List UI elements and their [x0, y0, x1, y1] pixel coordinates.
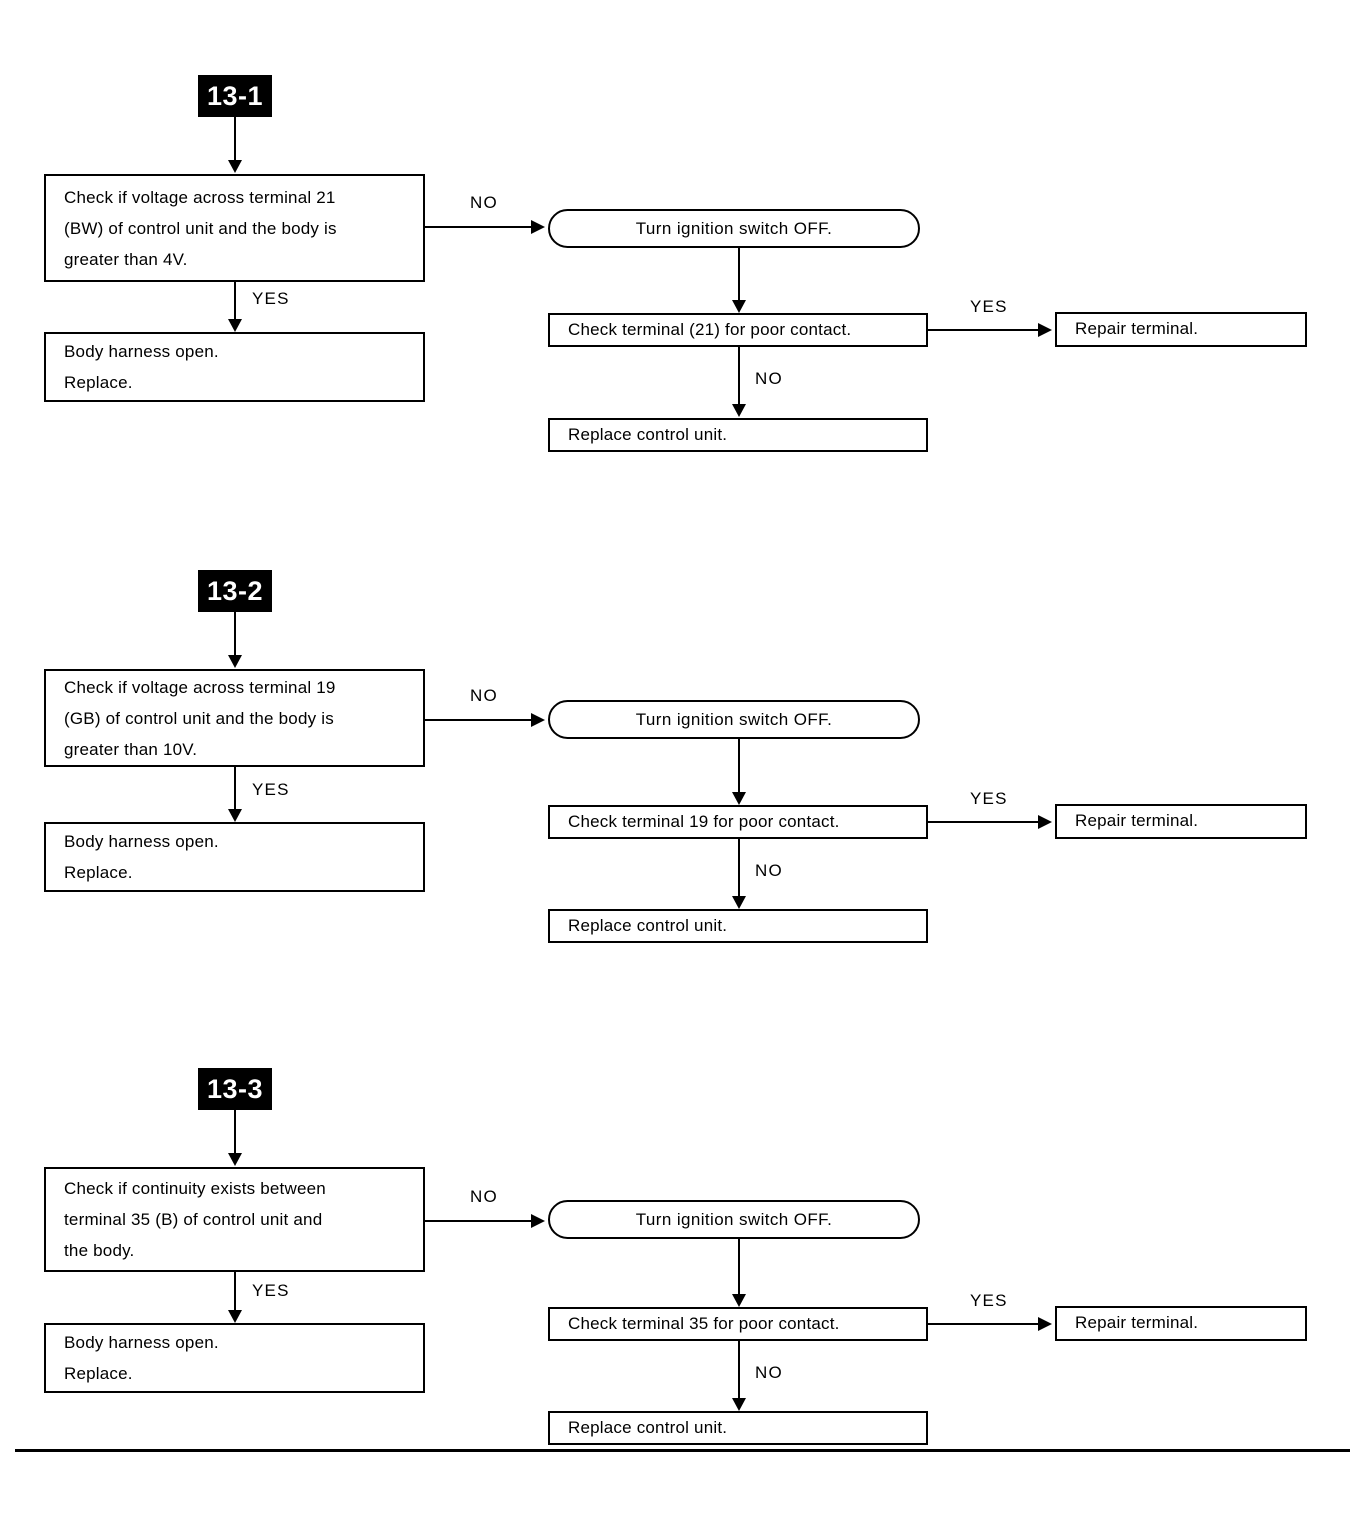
connector-question-no: [425, 226, 537, 228]
arrowhead-terminal-check-yes: [1038, 815, 1052, 829]
connector-question-no: [425, 1220, 537, 1222]
repair-terminal-text: Repair terminal.: [1075, 319, 1199, 339]
ignition-off-text: Turn ignition switch OFF.: [635, 1209, 833, 1229]
question-box: Check if voltage across terminal 21 (BW)…: [44, 174, 425, 282]
edge-label-no: NO: [470, 686, 498, 705]
replace-control-unit-text: Replace control unit.: [568, 915, 728, 935]
arrowhead-badge-to-question: [228, 160, 242, 173]
edge-label-check-yes: YES: [970, 297, 1008, 316]
ignition-off-oval: Turn ignition switch OFF.: [548, 1200, 920, 1239]
connector-badge-to-question: [234, 117, 236, 162]
edge-label-check-no: NO: [755, 861, 783, 880]
ignition-off-text: Turn ignition switch OFF.: [635, 218, 833, 238]
ignition-off-oval: Turn ignition switch OFF.: [548, 209, 920, 248]
arrowhead-terminal-check-yes: [1038, 1317, 1052, 1331]
arrowhead-question-yes: [228, 809, 242, 822]
section-badge-13-2: 13-2: [198, 570, 272, 612]
terminal-check-text: Check terminal 19 for poor contact.: [568, 811, 840, 831]
connector-terminal-check-no: [738, 1341, 740, 1403]
terminal-check-box: Check terminal 35 for poor contact.: [548, 1307, 928, 1341]
yes-result-text: Body harness open. Replace.: [64, 832, 219, 882]
edge-label-no: NO: [470, 193, 498, 212]
connector-terminal-check-no: [738, 839, 740, 901]
arrowhead-oval-to-terminal-check: [732, 1294, 746, 1307]
edge-label-yes: YES: [252, 780, 290, 799]
yes-result-box: Body harness open. Replace.: [44, 332, 425, 402]
edge-label-check-no: NO: [755, 1363, 783, 1382]
edge-label-yes: YES: [252, 289, 290, 308]
connector-terminal-check-yes: [928, 329, 1042, 331]
replace-control-unit-box: Replace control unit.: [548, 1411, 928, 1445]
terminal-check-text: Check terminal (21) for poor contact.: [568, 319, 852, 339]
edge-label-yes: YES: [252, 1281, 290, 1300]
replace-control-unit-box: Replace control unit.: [548, 418, 928, 452]
connector-oval-to-terminal-check: [738, 1239, 740, 1299]
connector-question-yes: [234, 767, 236, 814]
replace-control-unit-text: Replace control unit.: [568, 424, 728, 444]
yes-result-box: Body harness open. Replace.: [44, 822, 425, 892]
repair-terminal-text: Repair terminal.: [1075, 811, 1199, 831]
repair-terminal-box: Repair terminal.: [1055, 804, 1307, 839]
edge-label-check-yes: YES: [970, 789, 1008, 808]
yes-result-text: Body harness open. Replace.: [64, 342, 219, 392]
arrowhead-terminal-check-yes: [1038, 323, 1052, 337]
yes-result-box: Body harness open. Replace.: [44, 1323, 425, 1393]
terminal-check-text: Check terminal 35 for poor contact.: [568, 1313, 840, 1333]
arrowhead-question-yes: [228, 1310, 242, 1323]
connector-question-no: [425, 719, 537, 721]
connector-badge-to-question: [234, 1110, 236, 1158]
edge-label-check-yes: YES: [970, 1291, 1008, 1310]
question-box: Check if continuity exists between termi…: [44, 1167, 425, 1272]
repair-terminal-box: Repair terminal.: [1055, 1306, 1307, 1341]
connector-terminal-check-yes: [928, 1323, 1042, 1325]
connector-oval-to-terminal-check: [738, 248, 740, 305]
edge-label-no: NO: [470, 1187, 498, 1206]
edge-label-check-no: NO: [755, 369, 783, 388]
arrowhead-terminal-check-no: [732, 896, 746, 909]
section-badge-13-3: 13-3: [198, 1068, 272, 1110]
section-badge-13-1: 13-1: [198, 75, 272, 117]
arrowhead-question-yes: [228, 319, 242, 332]
arrowhead-oval-to-terminal-check: [732, 300, 746, 313]
question-text: Check if continuity exists between termi…: [64, 1179, 326, 1260]
arrowhead-terminal-check-no: [732, 1398, 746, 1411]
question-text: Check if voltage across terminal 19 (GB)…: [64, 677, 336, 759]
flow-section-13-3: 13-3 Check if continuity exists between …: [0, 995, 1365, 1495]
repair-terminal-text: Repair terminal.: [1075, 1313, 1199, 1333]
arrowhead-question-no: [531, 1214, 545, 1228]
connector-terminal-check-yes: [928, 821, 1042, 823]
arrowhead-badge-to-question: [228, 655, 242, 668]
question-box: Check if voltage across terminal 19 (GB)…: [44, 669, 425, 767]
terminal-check-box: Check terminal 19 for poor contact.: [548, 805, 928, 839]
ignition-off-oval: Turn ignition switch OFF.: [548, 700, 920, 739]
replace-control-unit-text: Replace control unit.: [568, 1417, 728, 1437]
terminal-check-box: Check terminal (21) for poor contact.: [548, 313, 928, 347]
question-text: Check if voltage across terminal 21 (BW)…: [64, 187, 337, 269]
arrowhead-terminal-check-no: [732, 404, 746, 417]
yes-result-text: Body harness open. Replace.: [64, 1333, 219, 1383]
ignition-off-text: Turn ignition switch OFF.: [635, 709, 833, 729]
connector-question-yes: [234, 282, 236, 324]
arrowhead-question-no: [531, 713, 545, 727]
connector-oval-to-terminal-check: [738, 739, 740, 797]
connector-terminal-check-no: [738, 347, 740, 409]
repair-terminal-box: Repair terminal.: [1055, 312, 1307, 347]
replace-control-unit-box: Replace control unit.: [548, 909, 928, 943]
connector-question-yes: [234, 1272, 236, 1315]
flow-section-13-1: 13-1 Check if voltage across terminal 21…: [0, 0, 1365, 500]
arrowhead-question-no: [531, 220, 545, 234]
flow-section-13-2: 13-2 Check if voltage across terminal 19…: [0, 495, 1365, 995]
arrowhead-badge-to-question: [228, 1153, 242, 1166]
arrowhead-oval-to-terminal-check: [732, 792, 746, 805]
connector-badge-to-question: [234, 612, 236, 657]
page-footer-rule: [15, 1449, 1350, 1452]
